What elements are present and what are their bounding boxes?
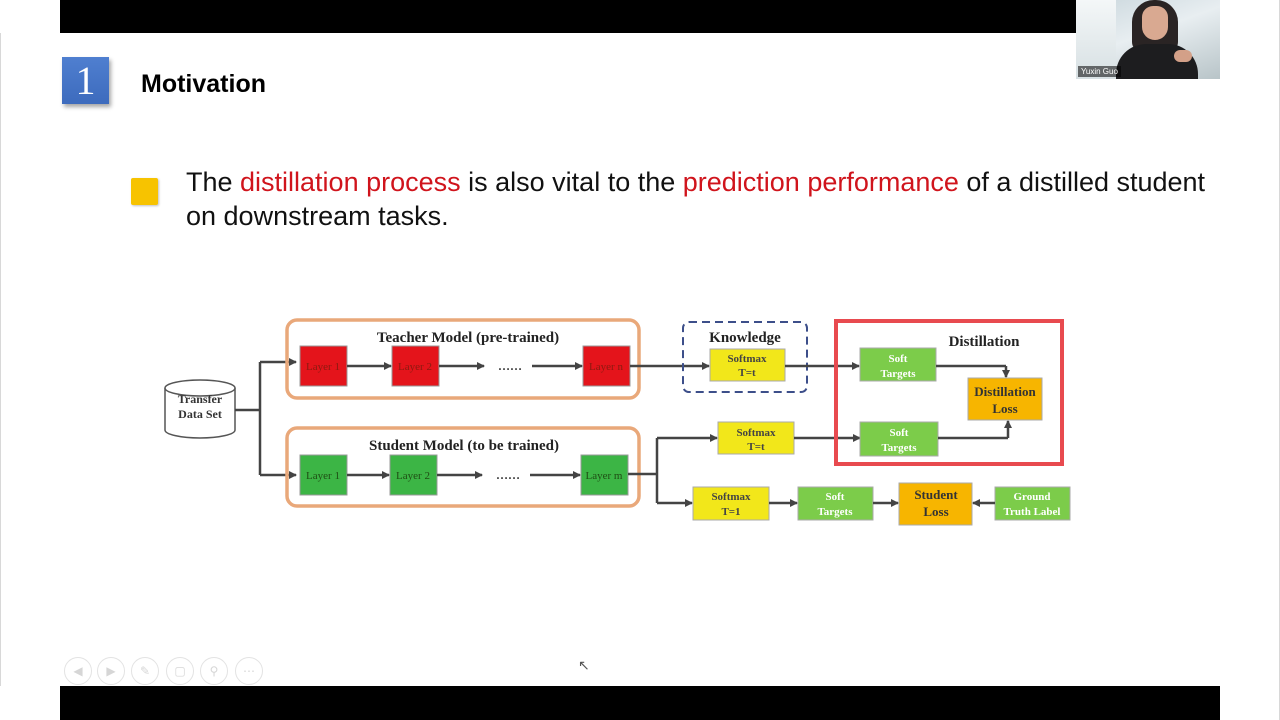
more-icon[interactable]: ⋯ xyxy=(235,657,263,685)
student-soft-targets-line1: Soft xyxy=(890,427,909,439)
zoom-icon[interactable]: ⚲ xyxy=(200,657,228,685)
slide-title: Motivation xyxy=(141,70,266,98)
highlight-prediction-performance: prediction performance xyxy=(682,167,959,197)
teacher-layer-2 xyxy=(391,345,440,387)
teacher-layer-1 xyxy=(299,345,348,387)
next-slide-icon[interactable]: ▶ xyxy=(97,657,125,685)
teacher-layer-n-label: Layer n xyxy=(589,361,623,373)
teacher-model-box xyxy=(285,318,641,400)
ground-truth-label-box xyxy=(994,486,1071,521)
video-background-window xyxy=(1076,0,1116,79)
student-softmax-t-line2: T=t xyxy=(747,441,765,453)
bottom-letterbox xyxy=(60,686,1220,720)
top-letterbox xyxy=(60,0,1220,33)
participant-name-label: Yuxin Guo xyxy=(1078,66,1121,77)
teacher-softmax-box xyxy=(709,348,786,382)
highlight-distillation-process: distillation process xyxy=(240,167,461,197)
participant-face xyxy=(1142,6,1168,40)
student-loss-line2: Loss xyxy=(923,504,948,519)
student-model-label: Student Model (to be trained) xyxy=(369,438,559,454)
teacher-layer-2-label: Layer 2 xyxy=(398,361,432,373)
softmax-t1-line2: T=1 xyxy=(721,506,740,518)
transfer-data-set-cylinder xyxy=(164,379,236,439)
student-layer-m-label: Layer m xyxy=(586,470,623,482)
student-layer-2-label: Layer 2 xyxy=(396,470,430,482)
ground-truth-line1: Ground xyxy=(1013,491,1050,503)
left-edge xyxy=(0,33,1,686)
bottom-soft-targets-box xyxy=(797,486,874,521)
teacher-soft-targets-line2: Targets xyxy=(880,368,916,380)
bullet-text-part-2: is also vital to the xyxy=(460,167,683,197)
student-layer-m xyxy=(580,454,629,496)
bottom-soft-targets-line2: Targets xyxy=(817,506,853,518)
bottom-soft-targets-line1: Soft xyxy=(826,491,845,503)
bullet-text: The distillation process is also vital t… xyxy=(186,165,1206,233)
distillation-arrows xyxy=(936,364,1012,440)
student-soft-targets-line2: Targets xyxy=(881,442,917,454)
knowledge-label: Knowledge xyxy=(709,330,781,346)
student-arrows xyxy=(347,434,718,507)
student-loss-box xyxy=(898,482,973,526)
teacher-layer-1-label: Layer 1 xyxy=(306,361,340,373)
teacher-layer-n xyxy=(582,345,631,387)
participant-video-tile[interactable]: Yuxin Guo xyxy=(1076,0,1220,79)
teacher-softmax-line1: Softmax xyxy=(727,353,767,365)
teacher-ellipsis: …… xyxy=(498,359,522,373)
student-layer-1-label: Layer 1 xyxy=(306,470,340,482)
distillation-loss-line2: Loss xyxy=(992,401,1017,416)
teacher-soft-targets-box xyxy=(859,347,937,382)
mouse-cursor-icon: ↖ xyxy=(578,657,590,673)
prev-slide-icon[interactable]: ◀ xyxy=(64,657,92,685)
teacher-soft-targets-line1: Soft xyxy=(889,353,908,365)
bullet-text-part-1: The xyxy=(186,167,241,197)
distillation-box xyxy=(834,319,1064,466)
knowledge-box xyxy=(682,321,808,393)
teacher-softmax-line2: T=t xyxy=(738,367,756,379)
section-number-badge: 1 xyxy=(62,57,109,104)
distillation-label: Distillation xyxy=(949,334,1020,350)
softmax-t1-box xyxy=(692,486,770,521)
student-soft-targets-box xyxy=(859,421,939,457)
teacher-model-label: Teacher Model (pre-trained) xyxy=(377,330,559,346)
slides-icon[interactable]: ▢ xyxy=(166,657,194,685)
student-layer-1 xyxy=(299,454,348,496)
student-loss-line1: Student xyxy=(914,487,958,502)
pen-icon[interactable]: ✎ xyxy=(131,657,159,685)
distillation-loss-box xyxy=(967,377,1043,421)
student-model-box xyxy=(285,426,641,508)
distillation-loss-line1: Distillation xyxy=(974,384,1036,399)
participant-hand xyxy=(1174,50,1192,62)
bullet-text-part-3: of a distilled student on downstream tas… xyxy=(186,167,1206,231)
student-ellipsis: …… xyxy=(496,468,520,482)
student-softmax-t-line1: Softmax xyxy=(736,427,776,439)
bullet-square-icon xyxy=(131,178,158,205)
ground-truth-line2: Truth Label xyxy=(1004,506,1061,518)
data-set-connectors xyxy=(235,358,297,479)
softmax-t1-line1: Softmax xyxy=(711,491,751,503)
student-layer-2 xyxy=(389,454,438,496)
